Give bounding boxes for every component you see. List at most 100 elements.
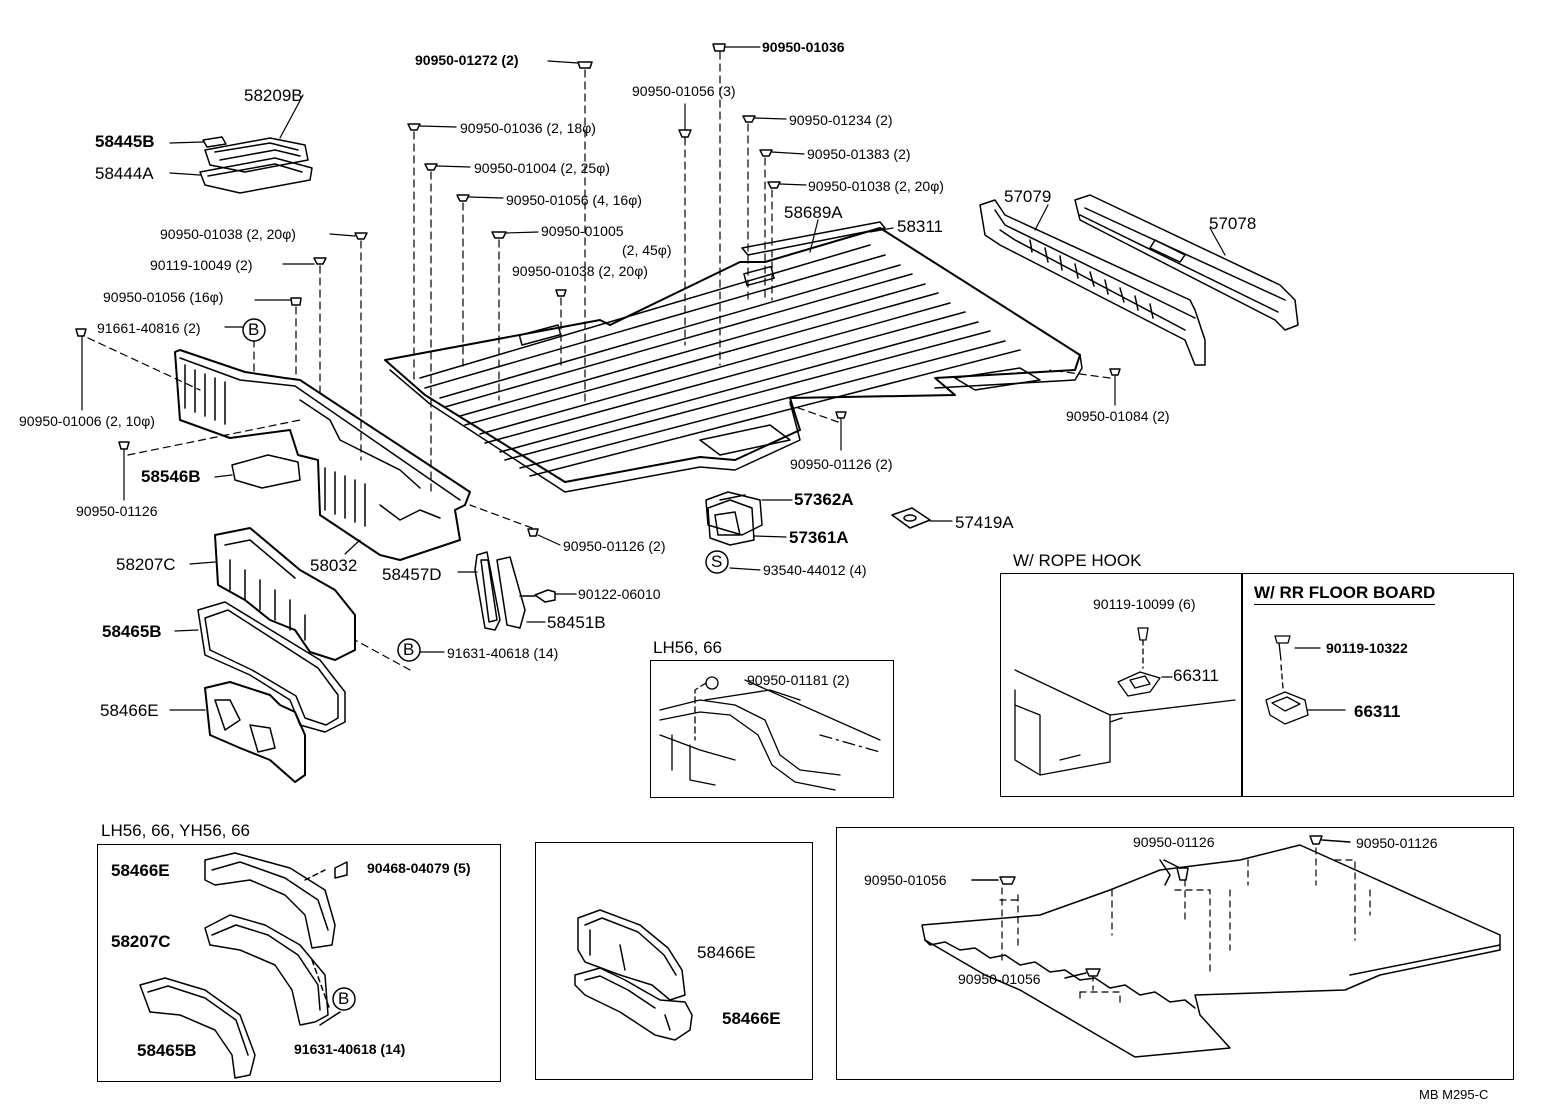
marker-letter: S [711, 552, 723, 571]
seal-58465B [198, 602, 345, 732]
part-label: 58207C [111, 932, 171, 951]
part-label: 58546B [141, 467, 201, 486]
inset-floor-mat-drawing [922, 845, 1500, 1057]
part-label: 58209B [244, 86, 303, 105]
marker-letter: B [403, 640, 415, 659]
part-label: 90950-01181 (2) [747, 672, 850, 688]
inset-floor-board-frame [1242, 573, 1514, 797]
part-label: 58444A [95, 164, 154, 183]
part-label: 58466E [111, 861, 170, 880]
liner-58207C [215, 528, 355, 660]
part-label: 91661-40816 (2) [97, 320, 201, 336]
strip-58689A [742, 222, 885, 255]
inset-lh56-frame [650, 660, 894, 798]
leader-lines [82, 47, 1225, 710]
part-label: 90119-10322 [1326, 640, 1408, 656]
part-label: 57078 [1209, 214, 1257, 233]
marker-b-icon [333, 988, 355, 1010]
part-label: 90950-01036 [762, 39, 845, 55]
inset-lh56-drawing [660, 677, 880, 790]
seal-57361A [708, 500, 754, 545]
part-label: 90950-01084 (2) [1066, 408, 1170, 424]
part-label: 58457D [382, 565, 442, 584]
part-label: 90950-01036 (2, 18φ) [460, 120, 596, 136]
part-label: 58445B [95, 132, 155, 151]
part-label: 57361A [789, 528, 849, 547]
wheelhouse-58032 [175, 350, 470, 560]
panel-58466E [205, 682, 305, 782]
part-label: 58466E [722, 1009, 781, 1028]
inset-middle-drawing [575, 910, 692, 1040]
part-label: 58465B [137, 1041, 197, 1060]
inset-rope-hook-drawing [1015, 628, 1235, 775]
part-label: 58466E [697, 943, 756, 962]
crossmember-57078 [1075, 195, 1298, 330]
part-label: 57419A [955, 513, 1014, 532]
inset-title: W/ RR FLOOR BOARD [1254, 583, 1436, 605]
part-label: 91631-40618 (14) [447, 645, 559, 661]
part-label: 58466E [100, 701, 159, 720]
seal-58457D [475, 552, 500, 630]
gasket-58444A [200, 158, 312, 193]
part-label: 90950-01126 (2) [563, 538, 666, 554]
part-label: 90122-06010 [578, 586, 661, 602]
floor-mat-fasteners [972, 836, 1350, 978]
part-label: 90950-01038 (2, 20φ) [512, 263, 648, 279]
inset-middle-frame [535, 842, 813, 1080]
part-label: 90950-01056 (16φ) [103, 289, 224, 305]
part-label: 66311 [1354, 702, 1401, 721]
inset-floor-board-drawing [1266, 636, 1345, 724]
part-label: 58451B [547, 613, 606, 632]
part-label: 90950-01234 (2) [789, 112, 893, 128]
marker-b-icon [398, 639, 420, 661]
cover-58209B [205, 138, 308, 172]
pad-58445B [203, 137, 226, 147]
inset-rope-hook-frame [1000, 573, 1242, 797]
part-label: 90950-01272 (2) [415, 52, 519, 68]
inset-title: LH56, 66, YH56, 66 [101, 821, 251, 840]
crossmember-57079 [980, 200, 1205, 365]
part-label: 90950-01038 (2, 20φ) [160, 226, 296, 242]
fastener-icons [76, 44, 1120, 536]
marker-b-icon [243, 319, 265, 341]
part-label: 58032 [310, 556, 358, 575]
marker-s-icon [706, 551, 728, 573]
bolt-90122-06010 [520, 590, 555, 602]
part-label: 93540-44012 (4) [763, 562, 867, 578]
part-label: 57079 [1004, 187, 1052, 206]
part-label: 90950-01005 [541, 223, 624, 239]
part-label: 90950-01006 (2, 10φ) [19, 413, 155, 429]
part-label: 91631-40618 (14) [294, 1041, 406, 1057]
part-label: 90950-01126 (2) [790, 456, 893, 472]
part-label: 90119-10049 (2) [150, 257, 253, 273]
part-label: 66311 [1173, 666, 1220, 685]
part-label: 90950-01056 [958, 971, 1041, 987]
seal-58451B [497, 557, 525, 628]
floor-mat-hidden [1000, 848, 1370, 1002]
part-label: 90950-01126 [1133, 834, 1215, 850]
part-label: 58207C [116, 555, 176, 574]
part-label: 90950-01056 [864, 872, 947, 888]
part-label: 90119-10099 (6) [1093, 596, 1196, 612]
inset-title: LH56, 66 [653, 638, 722, 657]
inset-title: W/ ROPE HOOK [1013, 551, 1142, 570]
part-label: 90950-01004 (2, 25φ) [474, 160, 610, 176]
part-label: 90950-01126 [76, 503, 158, 519]
diagram-code: MB M295-C [1419, 1087, 1489, 1102]
floor-panel-58311 [385, 228, 1082, 492]
plate-58546B [232, 455, 300, 488]
part-label: 58465B [102, 622, 162, 641]
marker-letter: B [338, 989, 350, 1008]
part-label: 90950-01126 [1356, 835, 1438, 851]
part-label: 90468-04079 (5) [367, 860, 471, 876]
part-label: 57362A [794, 490, 854, 509]
part-label: 90950-01056 (3) [632, 83, 736, 99]
plug-57419A [892, 508, 930, 528]
part-label: 58311 [897, 217, 944, 236]
part-label: 90950-01383 (2) [807, 146, 911, 162]
part-label: (2, 45φ) [622, 242, 672, 258]
part-label: 90950-01038 (2, 20φ) [808, 178, 944, 194]
seal-57362A [706, 492, 762, 535]
